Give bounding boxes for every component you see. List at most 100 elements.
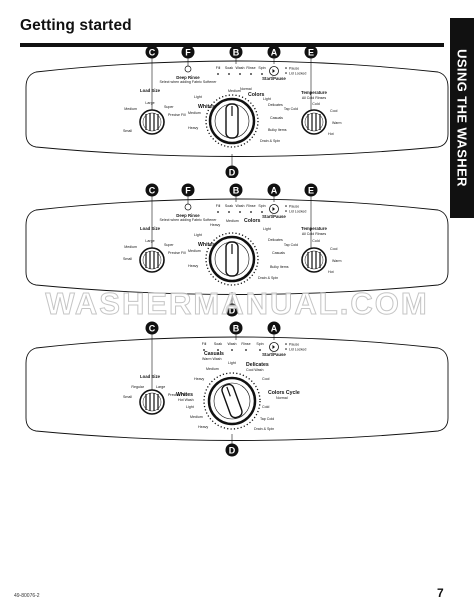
svg-text:Heavy: Heavy <box>194 377 204 381</box>
load-size-settings: Small Medium Large Super Precise Fill <box>123 239 186 261</box>
load-size-knob[interactable] <box>139 389 165 415</box>
svg-text:Light: Light <box>194 233 202 237</box>
svg-text:Small: Small <box>123 129 132 133</box>
page-header: Getting started <box>20 17 444 47</box>
svg-text:E: E <box>308 47 314 57</box>
svg-text:Casuals: Casuals <box>270 116 283 120</box>
svg-text:Tap Cold: Tap Cold <box>260 417 274 421</box>
cycle-selector-knob[interactable] <box>203 372 261 430</box>
svg-text:Spin: Spin <box>256 342 263 346</box>
temperature-settings: Tap Cold Cold Cool Warm Hot <box>284 239 342 274</box>
svg-text:Warm Wash: Warm Wash <box>202 357 222 361</box>
deep-rinse-subtitle: Select when adding Fabric Softener <box>160 218 218 222</box>
temperature-knob[interactable] <box>301 109 327 135</box>
svg-text:F: F <box>185 47 191 57</box>
svg-text:Wash: Wash <box>235 204 244 208</box>
svg-text:Cool: Cool <box>262 377 270 381</box>
callout-a: A <box>267 321 281 335</box>
svg-text:Hot: Hot <box>328 270 334 274</box>
svg-text:Warm: Warm <box>332 121 341 125</box>
svg-text:E: E <box>308 185 314 195</box>
callout-d: D <box>225 443 239 457</box>
start-pause-button[interactable] <box>269 204 279 214</box>
svg-text:C: C <box>149 323 156 333</box>
svg-text:Large: Large <box>156 385 165 389</box>
svg-text:Tap Cold: Tap Cold <box>284 243 298 247</box>
svg-text:C: C <box>149 185 156 195</box>
callout-f: F <box>181 45 195 59</box>
svg-text:A: A <box>271 323 278 333</box>
load-size-title: Load Size <box>140 226 161 231</box>
svg-text:Delicates: Delicates <box>246 362 269 368</box>
start-pause-button[interactable] <box>269 342 279 352</box>
svg-text:Large: Large <box>145 101 154 105</box>
svg-text:Drain & Spin: Drain & Spin <box>258 276 278 280</box>
load-size-settings: Small Regular Large Precise Fill <box>123 385 186 399</box>
page-title: Getting started <box>20 17 132 34</box>
svg-text:Colors: Colors <box>244 218 261 224</box>
start-pause-label: Start/Pause <box>262 76 286 81</box>
svg-text:Large: Large <box>145 239 154 243</box>
lid-locked-indicator: Lid Locked <box>289 209 306 213</box>
cycle-selector-knob[interactable] <box>205 94 259 148</box>
svg-text:Delicates: Delicates <box>268 103 283 107</box>
temperature-settings: Tap Cold Cold Cool Warm Hot <box>284 102 342 136</box>
header-rule <box>20 43 444 47</box>
load-size-settings: Small Medium Large Super Precise Fill <box>123 101 186 133</box>
panel-outline <box>25 198 449 295</box>
pause-indicator: Pause <box>289 204 299 208</box>
svg-text:Precise Fill: Precise Fill <box>168 113 186 117</box>
deep-rinse-button[interactable] <box>184 65 192 73</box>
callout-e: E <box>304 45 318 59</box>
callout-c: C <box>145 321 159 335</box>
callout-a: A <box>267 183 281 197</box>
deep-rinse-title: Deep Rinse <box>176 213 200 218</box>
svg-text:Warm: Warm <box>332 259 341 263</box>
load-size-knob[interactable] <box>139 109 165 135</box>
temperature-knob[interactable] <box>301 247 327 273</box>
svg-text:Light: Light <box>194 95 202 99</box>
svg-text:Small: Small <box>123 395 132 399</box>
svg-text:Precise Fill: Precise Fill <box>168 393 186 397</box>
svg-text:Whites: Whites <box>198 242 215 248</box>
svg-text:Casuals: Casuals <box>204 351 224 357</box>
svg-text:Small: Small <box>123 257 132 261</box>
cycle-status-lights <box>203 349 261 351</box>
callout-b: B <box>229 183 243 197</box>
svg-text:Light: Light <box>228 361 236 365</box>
callout-b: B <box>229 321 243 335</box>
svg-text:Rinse: Rinse <box>246 66 255 70</box>
cycle-selector-knob[interactable] <box>205 232 259 286</box>
svg-text:Rinse: Rinse <box>246 204 255 208</box>
control-panel-2: C F B A E D Deep Rinse Select when addin… <box>25 183 449 317</box>
lid-locked-indicator: Lid Locked <box>289 71 306 75</box>
svg-text:A: A <box>271 185 278 195</box>
svg-text:A: A <box>271 47 278 57</box>
lid-locked-indicator: Lid Locked <box>289 347 306 351</box>
callout-c: C <box>145 45 159 59</box>
svg-text:Colors Cycle: Colors Cycle <box>268 390 300 396</box>
svg-text:Medium: Medium <box>124 245 137 249</box>
svg-text:Soak: Soak <box>225 204 233 208</box>
temperature-title: Temperature <box>301 90 327 95</box>
svg-text:C: C <box>149 47 156 57</box>
play-icon <box>272 345 275 349</box>
svg-text:Cool: Cool <box>330 109 338 113</box>
svg-text:Hot: Hot <box>328 132 334 136</box>
temperature-title: Temperature <box>301 226 327 231</box>
svg-text:Fill: Fill <box>216 66 221 70</box>
svg-text:Fill: Fill <box>216 204 221 208</box>
deep-rinse-button[interactable] <box>184 203 192 211</box>
svg-text:Tap Cold: Tap Cold <box>284 107 298 111</box>
cycle-labels: Whites Colors Medium Light Medium Heavy … <box>188 218 289 280</box>
load-size-knob[interactable] <box>139 247 165 273</box>
svg-text:Heavy: Heavy <box>210 223 220 227</box>
document-code: 49-80076-2 <box>14 593 40 599</box>
callout-f: F <box>181 183 195 197</box>
cycle-status-lights <box>217 211 263 213</box>
start-pause-button[interactable] <box>269 66 279 76</box>
svg-text:D: D <box>229 167 236 177</box>
control-panel-1: C F B A E D Deep Rinse Select when addin… <box>25 45 449 178</box>
svg-text:Spin: Spin <box>258 66 265 70</box>
svg-text:Medium: Medium <box>188 249 201 253</box>
